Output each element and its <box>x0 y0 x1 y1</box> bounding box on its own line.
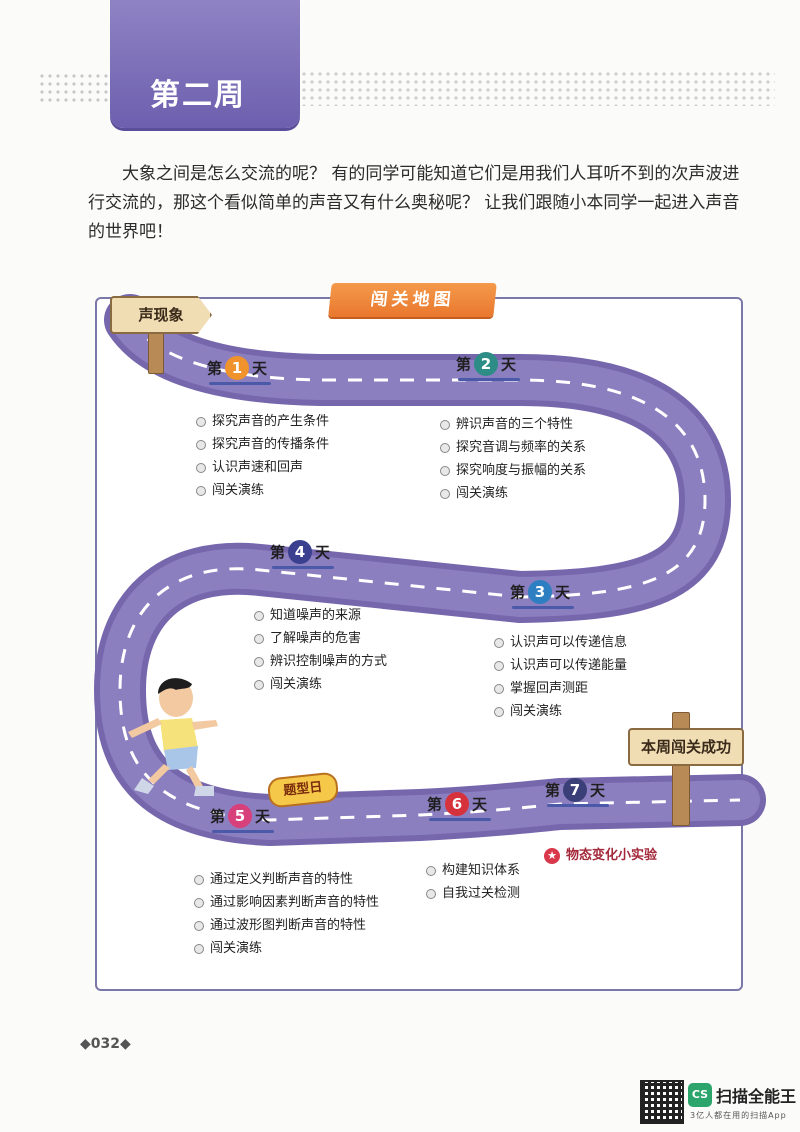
list-item: 探究音调与频率的关系 <box>440 436 586 459</box>
day-5-list: 通过定义判断声音的特性 通过影响因素判断声音的特性 通过波形图判断声音的特性 闯… <box>194 868 379 960</box>
day-1-list: 探究声音的产生条件 探究声音的传播条件 认识声速和回声 闯关演练 <box>196 410 329 502</box>
day-2-list: 辨识声音的三个特性 探究音调与频率的关系 探究响度与振幅的关系 闯关演练 <box>440 413 586 505</box>
start-sign: 声现象 <box>110 296 212 334</box>
list-item: 构建知识体系 <box>426 859 520 882</box>
list-item: 认识声速和回声 <box>196 456 329 479</box>
list-item: 探究声音的产生条件 <box>196 410 329 433</box>
intro-paragraph: 大象之间是怎么交流的呢？ 有的同学可能知道它们是用我们人耳听不到的次声波进行交流… <box>88 164 740 242</box>
star-icon: ★ <box>544 848 560 864</box>
day-6-list: 构建知识体系 自我过关检测 <box>426 859 520 905</box>
list-item: 探究响度与振幅的关系 <box>440 459 586 482</box>
week-tab <box>110 0 300 128</box>
list-item: 通过定义判断声音的特性 <box>194 868 379 891</box>
header-dot-pattern <box>300 70 775 106</box>
qr-code-icon <box>640 1080 684 1124</box>
list-item: 探究声音的传播条件 <box>196 433 329 456</box>
day-4-list: 知道噪声的来源 了解噪声的危害 辨识控制噪声的方式 闯关演练 <box>254 604 387 696</box>
list-item: 掌握回声测距 <box>494 677 627 700</box>
end-sign: 本周闯关成功 <box>628 728 744 766</box>
experiment-label: ★物态变化小实验 <box>544 844 657 864</box>
day-3-list: 认识声可以传递信息 认识声可以传递能量 掌握回声测距 闯关演练 <box>494 631 627 723</box>
list-item: 通过影响因素判断声音的特性 <box>194 891 379 914</box>
camscanner-logo-icon: CS <box>688 1083 712 1107</box>
list-item: 闯关演练 <box>254 673 387 696</box>
list-item: 闯关演练 <box>440 482 586 505</box>
watermark-app-name: 扫描全能王 <box>716 1087 797 1106</box>
list-item: 辨识声音的三个特性 <box>440 413 586 436</box>
page-number: ◆032◆ <box>80 1036 131 1052</box>
watermark-tagline: 3亿人都在用的扫描App <box>690 1111 787 1120</box>
list-item: 知道噪声的来源 <box>254 604 387 627</box>
map-title: 闯关地图 <box>328 283 497 317</box>
list-item: 自我过关检测 <box>426 882 520 905</box>
list-item: 通过波形图判断声音的特性 <box>194 914 379 937</box>
list-item: 认识声可以传递能量 <box>494 654 627 677</box>
list-item: 闯关演练 <box>196 479 329 502</box>
list-item: 闯关演练 <box>494 700 627 723</box>
week-title: 第二周 <box>150 78 246 113</box>
list-item: 辨识控制噪声的方式 <box>254 650 387 673</box>
header-dot-pattern <box>38 72 120 104</box>
list-item: 了解噪声的危害 <box>254 627 387 650</box>
list-item: 闯关演练 <box>194 937 379 960</box>
list-item: 认识声可以传递信息 <box>494 631 627 654</box>
running-boy-illustration <box>128 678 218 796</box>
